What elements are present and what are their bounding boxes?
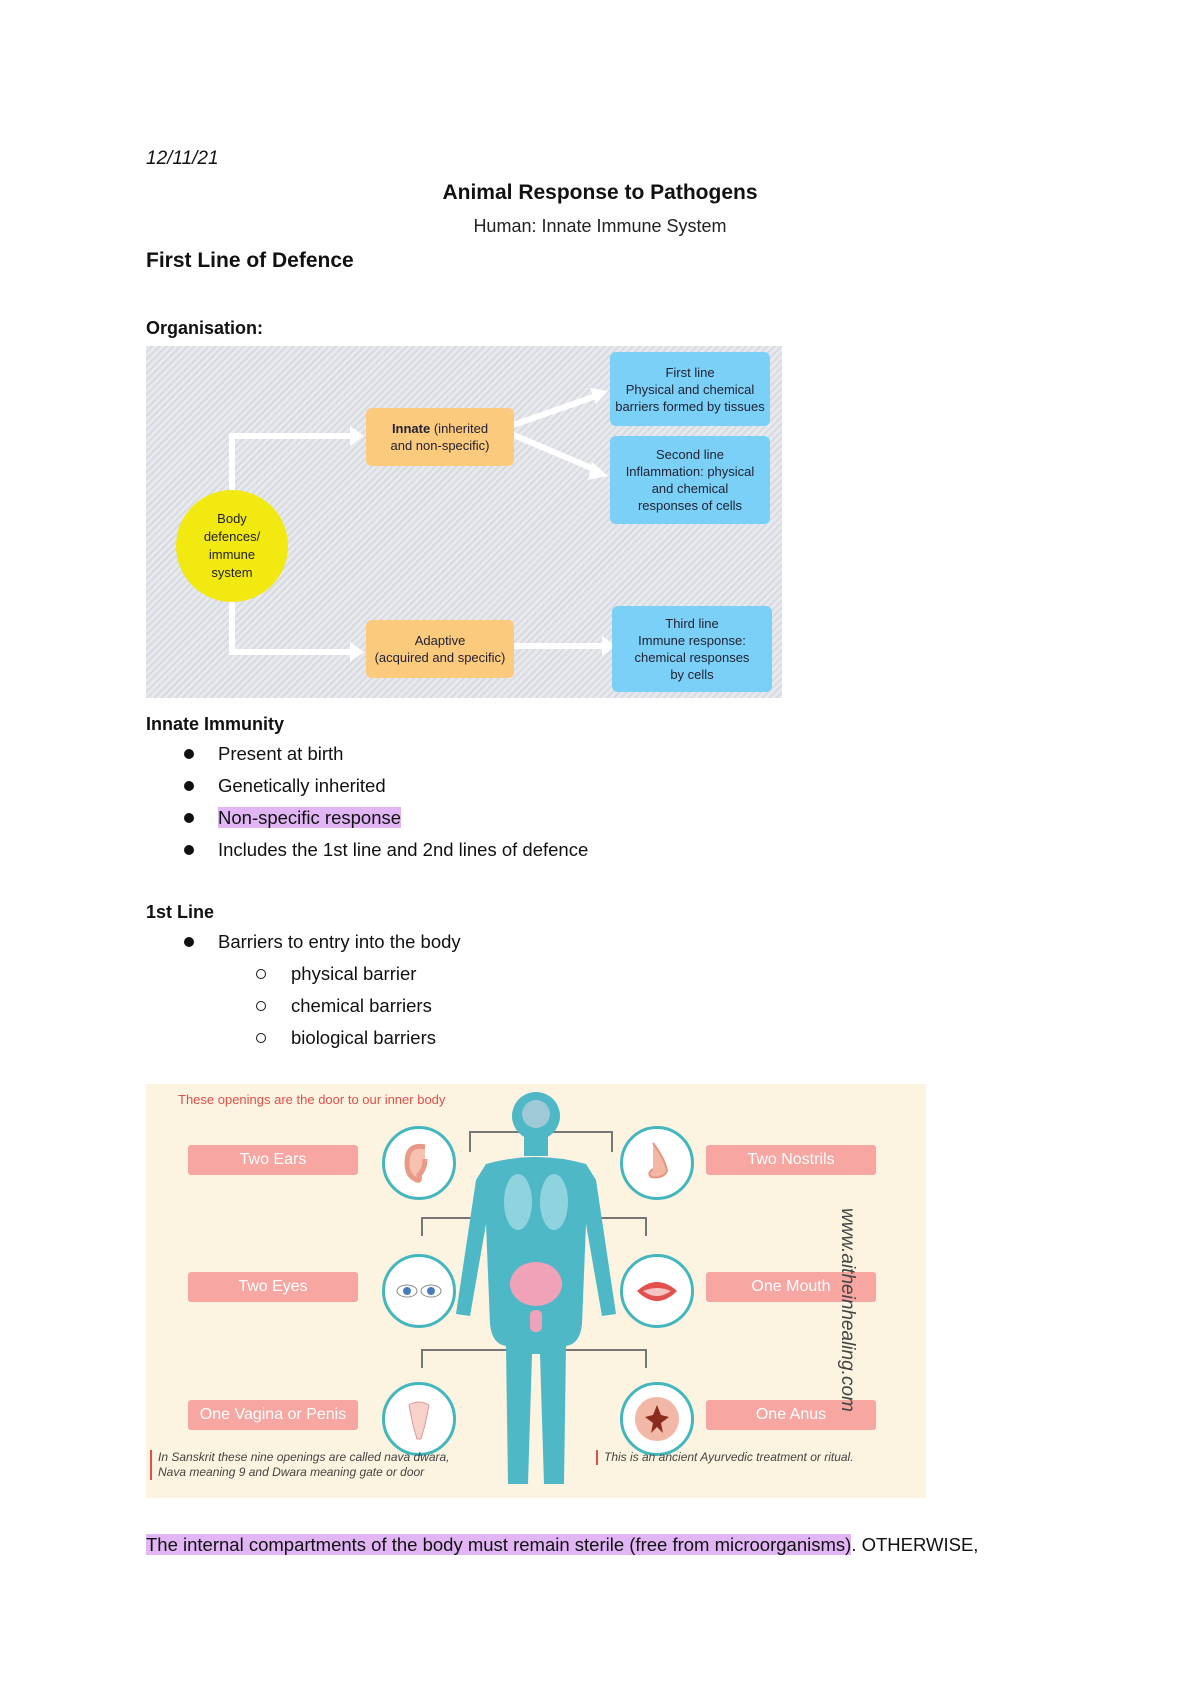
sanskrit-note-line-1: In Sanskrit these nine openings are call… [158,1450,450,1464]
second-line-text-3: responses of cells [637,498,743,513]
diagram-arrows [229,388,616,662]
innate-immunity-list: Present at birth Genetically inherited N… [146,738,588,866]
nose-icon [620,1126,694,1200]
body-openings-illustration: These openings are the door to our inner… [146,1084,926,1498]
center-line-1: Body [217,511,247,526]
section-heading: First Line of Defence [146,249,354,272]
center-line-4: system [211,565,253,580]
innate-text-2: and non-specific) [390,438,490,453]
second-line-node: Second line Inflammation: physical and c… [610,436,770,524]
adaptive-node: Adaptive (acquired and specific) [366,620,514,678]
two-ears-label: Two Ears [188,1145,358,1175]
source-url: www.aitheinhealing.com [837,1208,858,1412]
third-line-text-2: chemical responses [634,650,750,665]
sanskrit-note-line-2: Nava meaning 9 and Dwara meaning gate or… [158,1465,425,1479]
third-line-node: Third line Immune response: chemical res… [612,606,772,692]
innate-immunity-heading: Innate Immunity [146,714,285,734]
second-line-title: Second line [656,447,724,462]
two-nostrils-label: Two Nostrils [706,1145,876,1175]
body-defences-node: Body defences/ immune system [176,490,288,602]
third-line-text-1: Immune response: [638,633,746,648]
second-line-text-1: Inflammation: physical [625,464,755,479]
adaptive-text: (acquired and specific) [374,650,506,665]
date: 12/11/21 [146,148,219,169]
arrow-to-first-line [512,392,600,428]
center-line-2: defences/ [203,529,261,544]
ear-icon [382,1126,456,1200]
first-line-heading: 1st Line [146,902,215,922]
third-line-text-3: by cells [670,667,714,682]
innate-node: Innate (inherited and non-specific) [366,408,514,466]
page-subtitle: Human: Innate Immune System [473,216,727,236]
arrow-to-adaptive [229,589,357,655]
third-line-title: Third line [665,616,719,631]
innate-text-1: (inherited [430,421,489,436]
sub-list-item: chemical barriers [146,990,461,1022]
ayurvedic-note: This is an ancient Ayurvedic treatment o… [596,1450,854,1465]
list-item: Includes the 1st line and 2nd lines of d… [146,834,588,866]
first-line-text-1: Physical and chemical [625,381,755,397]
closing-rest-text: . OTHERWISE, [851,1534,979,1555]
list-item: Present at birth [146,738,588,770]
sub-list-item: biological barriers [146,1022,461,1054]
body-figure [421,1092,647,1484]
openings-caption: These openings are the door to our inner… [178,1092,446,1107]
anus-icon [620,1382,694,1456]
first-line-title: First line [665,364,715,380]
list-item: Non-specific response [146,802,588,834]
first-line-text-2: barriers formed by tissues [615,398,765,414]
center-line-3: immune [208,547,256,562]
immune-organisation-diagram: Body defences/ immune system Innate (inh… [146,346,782,698]
sub-list-item: physical barrier [146,958,461,990]
list-item: Barriers to entry into the body [146,926,461,958]
one-anus-label: One Anus [706,1400,876,1430]
mouth-icon [620,1254,694,1328]
one-mouth-label: One Mouth [706,1272,876,1302]
innate-title: Innate [391,421,431,436]
two-eyes-label: Two Eyes [188,1272,358,1302]
list-item: Genetically inherited [146,770,588,802]
eyes-icon [382,1254,456,1328]
closing-sentence: The internal compartments of the body mu… [146,1534,978,1556]
arrow-to-innate [229,433,357,503]
adaptive-title: Adaptive [414,633,466,648]
second-line-text-2: and chemical [651,481,729,496]
vagina-or-penis-label: One Vagina or Penis [188,1400,358,1430]
first-line-list: Barriers to entry into the body physical… [146,926,461,1054]
page-title: Animal Response to Pathogens [442,181,758,204]
closing-highlighted-text: The internal compartments of the body mu… [146,1534,852,1555]
sanskrit-note: In Sanskrit these nine openings are call… [150,1450,450,1480]
reproductive-organ-icon [382,1382,456,1456]
organisation-label: Organisation: [146,318,264,338]
first-line-node: First line Physical and chemical barrier… [610,352,770,426]
arrow-to-second-line [512,432,600,474]
